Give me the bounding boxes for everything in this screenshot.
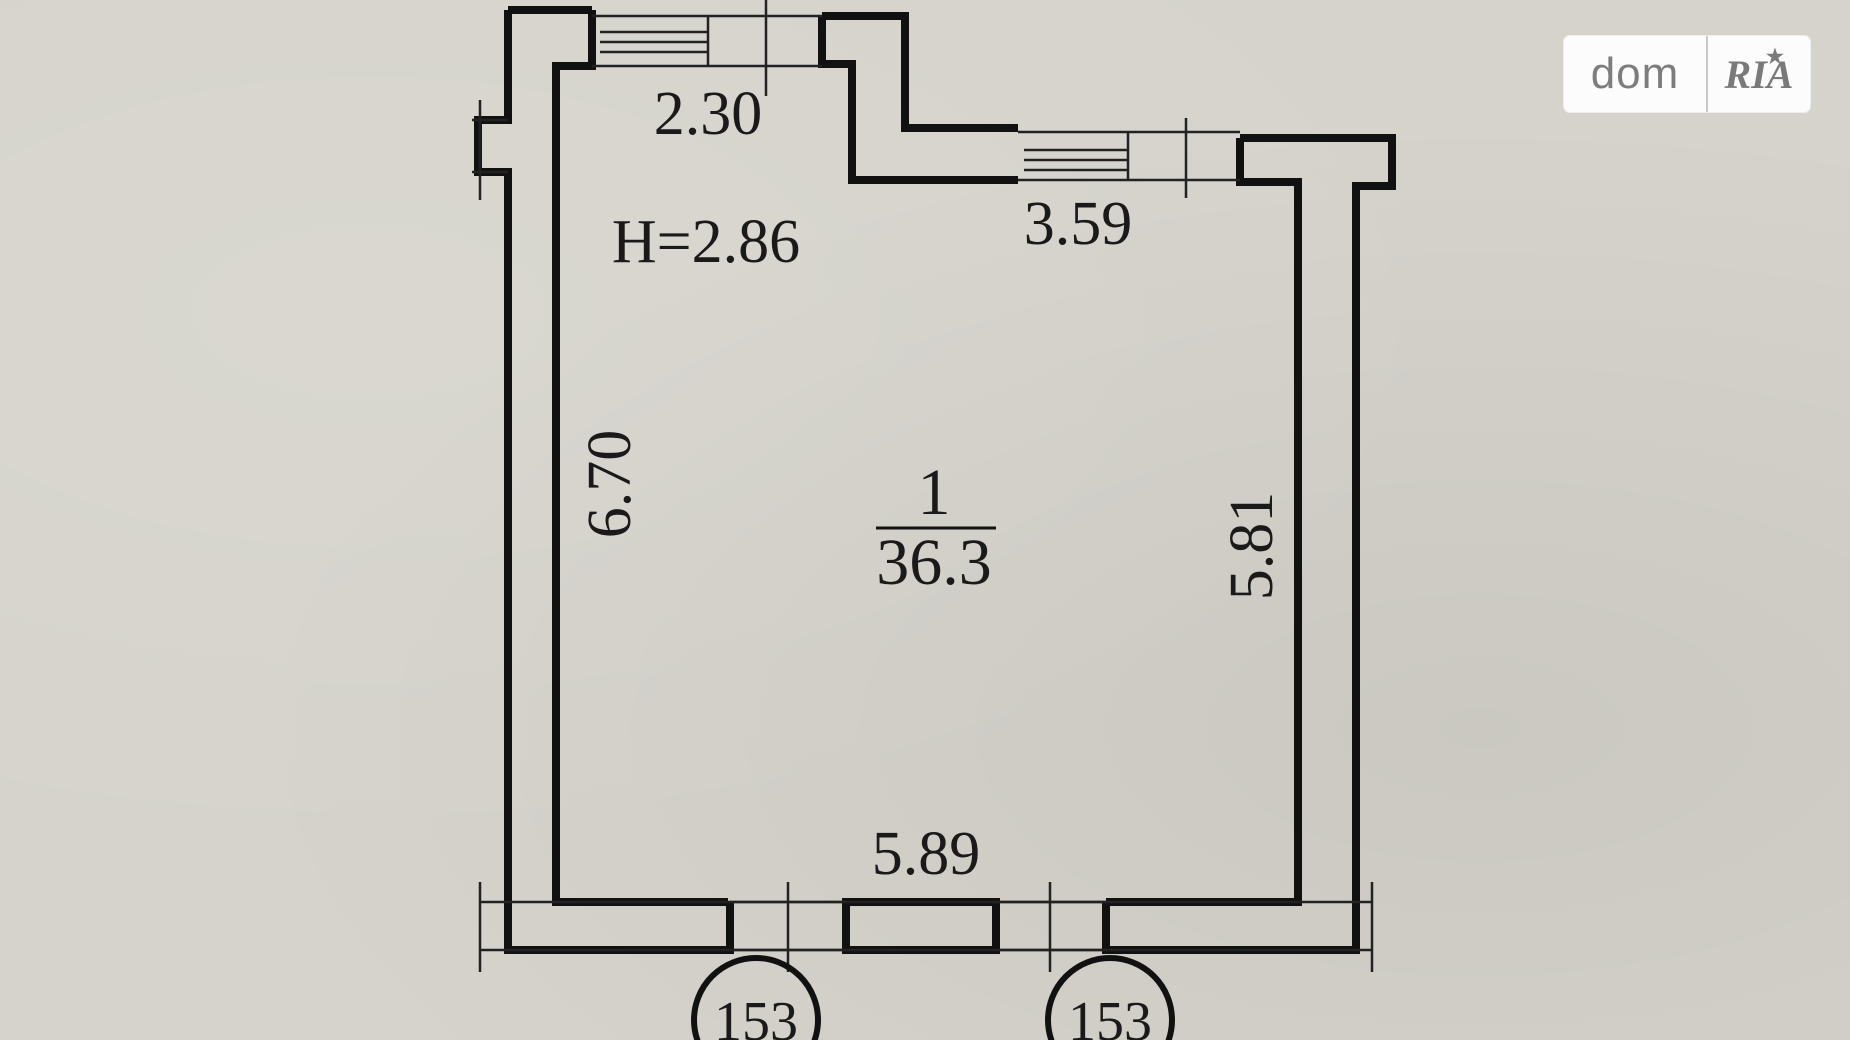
inner-notch-wall (818, 16, 1018, 184)
walls (474, 6, 1396, 954)
dimension-top-right-window: 3.59 (1024, 190, 1133, 258)
logo-separator (1706, 36, 1708, 112)
dimension-bottom-wall: 5.89 (872, 820, 981, 888)
star-icon: ★ (1766, 46, 1784, 68)
outer-top-notch-wall (822, 12, 1018, 132)
axis-marker-circle (1045, 955, 1175, 1040)
logo-dom-text: dom (1564, 36, 1706, 112)
axis-markers: 153 153 (691, 955, 1175, 1040)
outer-left-wall (474, 10, 512, 902)
ceiling-height-label: H=2.86 (612, 208, 800, 276)
logo-ria-mark: ★ RIA (1708, 36, 1810, 112)
logo-ria-text: RIA (1724, 51, 1794, 97)
bottom-outer-wall-left (504, 902, 734, 954)
axis-marker-label: 153 (714, 991, 798, 1040)
dimension-top-left-window: 2.30 (654, 80, 763, 148)
dimension-left-wall: 6.70 (576, 430, 644, 539)
bottom-outer-wall-right (1102, 902, 1360, 954)
outer-top-right-wall (1240, 134, 1396, 902)
axis-marker-circle (691, 955, 821, 1040)
dimension-lines (472, 0, 1374, 972)
domria-logo: dom ★ RIA (1564, 36, 1810, 112)
axis-marker-label: 153 (1068, 991, 1152, 1040)
bottom-pier (842, 898, 1000, 954)
dimension-right-wall: 5.81 (1218, 492, 1286, 601)
windows (592, 14, 1240, 952)
room-number: 1 (918, 456, 951, 529)
room-area: 36.3 (876, 526, 992, 599)
